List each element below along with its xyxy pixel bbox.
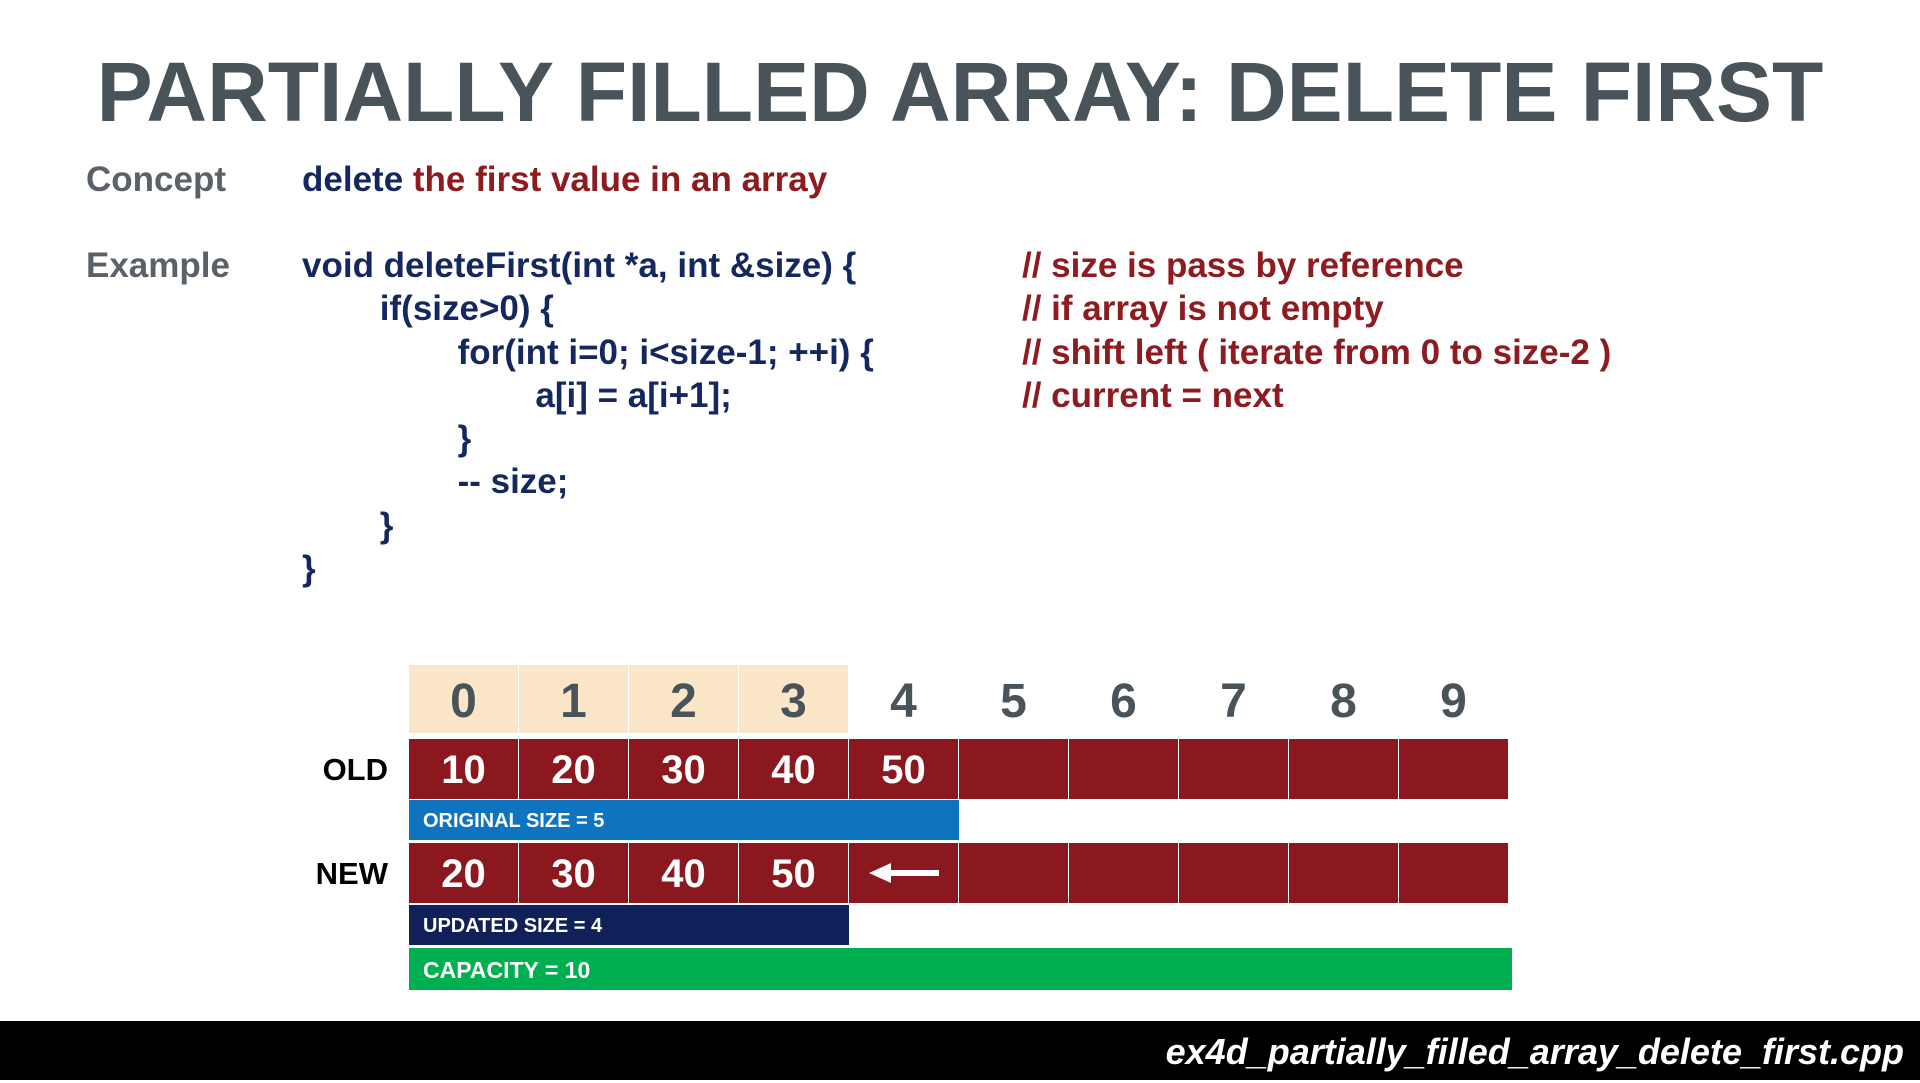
old-array-cell: 40 bbox=[739, 739, 848, 799]
code-comment: // if array is not empty bbox=[1022, 289, 1384, 329]
arrow-left-icon bbox=[869, 863, 939, 883]
slide-title: PARTIALLY FILLED ARRAY: DELETE FIRST bbox=[96, 45, 1824, 139]
code-comments: // size is pass by reference // if array… bbox=[1022, 244, 1611, 417]
new-array-cell bbox=[1179, 843, 1288, 903]
old-array-cell bbox=[959, 739, 1068, 799]
index-cell: 4 bbox=[890, 675, 917, 728]
index-cell: 1 bbox=[519, 665, 628, 733]
new-array-cell: 50 bbox=[739, 843, 848, 903]
original-size-bar: ORIGINAL SIZE = 5 bbox=[409, 800, 959, 840]
code-line: void deleteFirst(int *a, int &size) { bbox=[302, 246, 857, 285]
index-cell: 7 bbox=[1220, 675, 1247, 728]
code-line: a[i] = a[i+1]; bbox=[302, 375, 732, 415]
concept-label: Concept bbox=[86, 160, 226, 199]
old-array-cell: 10 bbox=[409, 739, 518, 799]
new-array-cell: 40 bbox=[629, 843, 738, 903]
index-cell: 8 bbox=[1330, 675, 1357, 728]
old-array-cell bbox=[1399, 739, 1508, 799]
old-array-cell bbox=[1289, 739, 1398, 799]
old-array-cell bbox=[1069, 739, 1178, 799]
code-line: } bbox=[302, 549, 316, 589]
new-array-cell bbox=[1399, 843, 1508, 903]
old-array-cell: 20 bbox=[519, 739, 628, 799]
code-line: if(size>0) { bbox=[302, 289, 554, 329]
index-cell: 6 bbox=[1110, 675, 1137, 728]
new-row-label: NEW bbox=[315, 856, 388, 891]
new-array-cell: 20 bbox=[409, 843, 518, 903]
example-label: Example bbox=[86, 246, 230, 285]
code-comment: // shift left ( iterate from 0 to size-2… bbox=[1022, 332, 1612, 372]
code-line: for(int i=0; i<size-1; ++i) { bbox=[302, 332, 874, 372]
code-comment: // size is pass by reference bbox=[1022, 246, 1464, 285]
new-array-cell bbox=[959, 843, 1068, 903]
index-cell: 2 bbox=[629, 665, 738, 733]
index-cell: 0 bbox=[409, 665, 518, 733]
capacity-bar: CAPACITY = 10 bbox=[409, 948, 1512, 990]
old-array-cell: 50 bbox=[849, 739, 958, 799]
updated-size-bar: UPDATED SIZE = 4 bbox=[409, 905, 849, 945]
new-array-cell: 30 bbox=[519, 843, 628, 903]
new-array-cell bbox=[1069, 843, 1178, 903]
index-cell: 5 bbox=[1000, 675, 1027, 728]
concept-keyword: delete bbox=[302, 160, 404, 199]
code-block: void deleteFirst(int *a, int &size) { if… bbox=[302, 244, 874, 590]
index-cell: 3 bbox=[739, 665, 848, 733]
code-comment: // current = next bbox=[1022, 375, 1284, 415]
source-filename: ex4d_partially_filled_array_delete_first… bbox=[1165, 1031, 1904, 1072]
code-line: } bbox=[302, 505, 394, 545]
footer-bar: ex4d_partially_filled_array_delete_first… bbox=[0, 1021, 1920, 1080]
concept-text: delete the first value in an array bbox=[302, 158, 827, 202]
concept-description: the first value in an array bbox=[403, 160, 828, 199]
old-row-label: OLD bbox=[322, 752, 388, 787]
code-line: -- size; bbox=[302, 462, 569, 502]
old-array-cell: 30 bbox=[629, 739, 738, 799]
new-array-cell bbox=[1289, 843, 1398, 903]
index-cell: 9 bbox=[1440, 675, 1467, 728]
code-line: } bbox=[302, 419, 472, 459]
old-array-cell bbox=[1179, 739, 1288, 799]
